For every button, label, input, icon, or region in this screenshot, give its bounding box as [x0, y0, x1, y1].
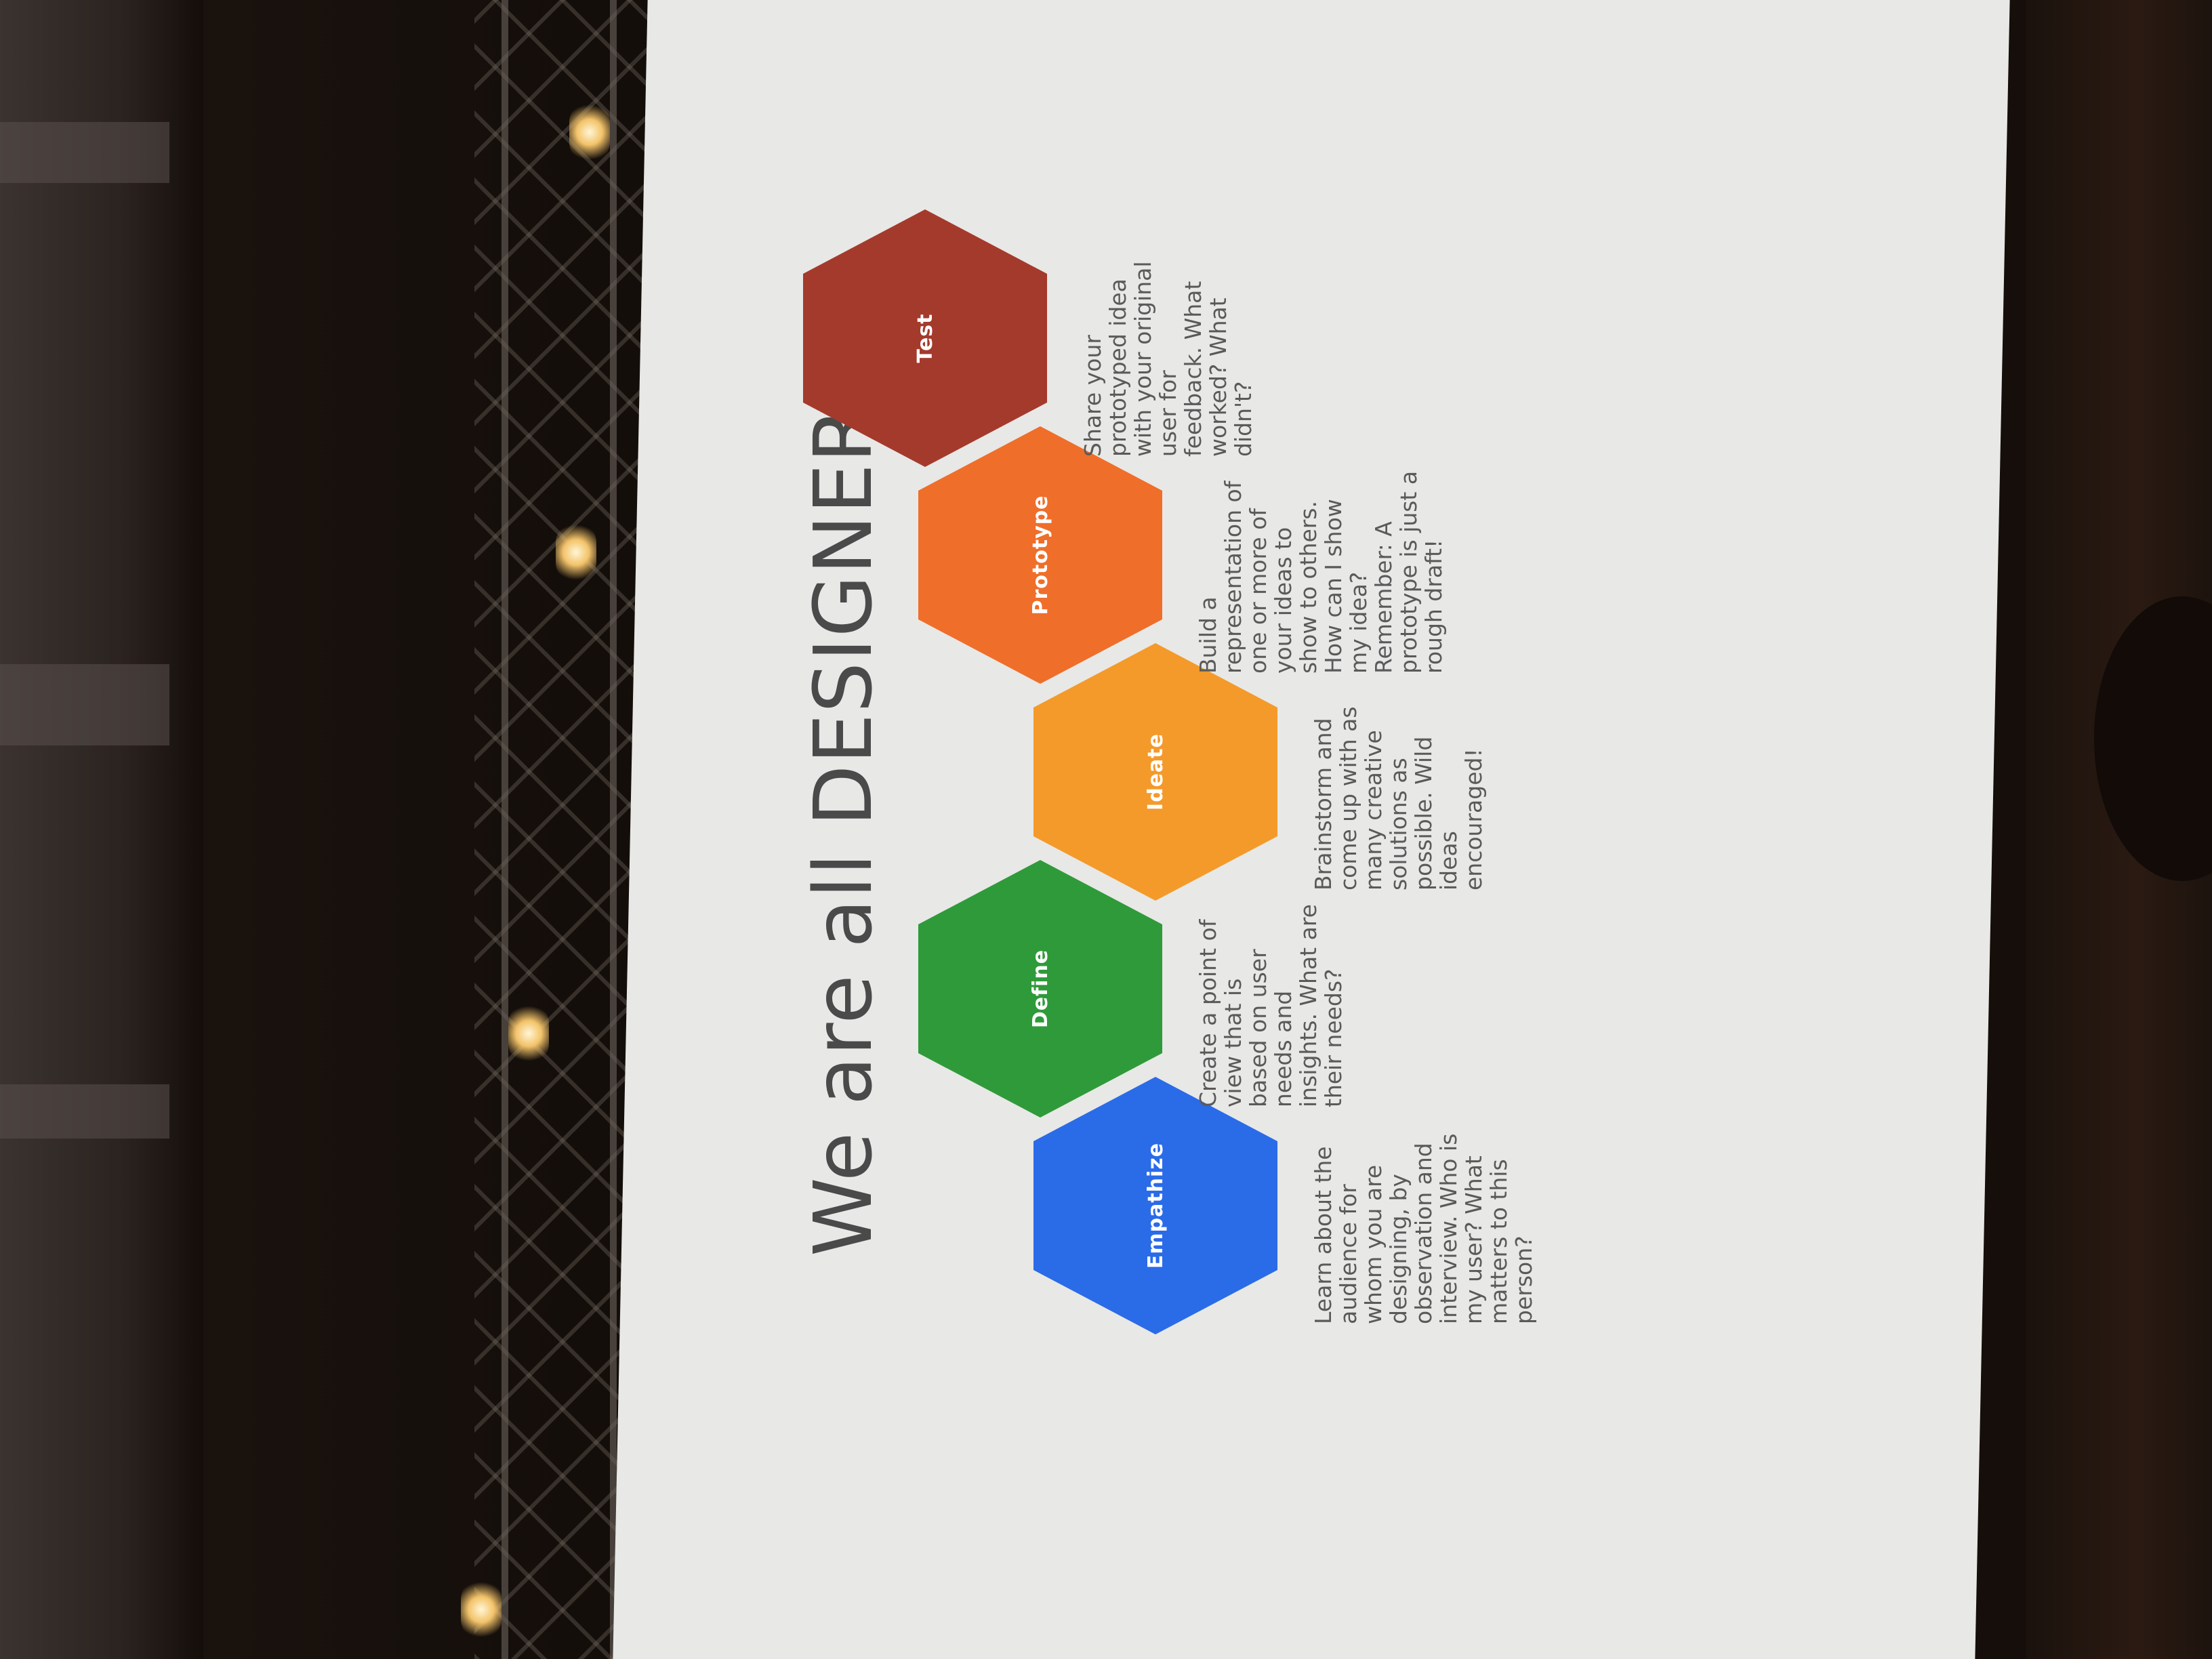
- description-ideate: Brainstorm and come up with as many crea…: [1310, 706, 1487, 890]
- hexagon-shape: [918, 860, 1162, 1118]
- truss-rail: [501, 0, 508, 1659]
- wall-band: [0, 1084, 169, 1139]
- wall-band: [0, 664, 169, 745]
- lighting-truss: [474, 0, 651, 1659]
- design-process-hexagons: Empathize Define Ideate Prototype Test: [803, 209, 1277, 1334]
- hexagon-label: Define: [1029, 949, 1052, 1028]
- hexagon-empathize: Empathize: [1033, 1077, 1277, 1334]
- hexagon-shape: [1033, 643, 1277, 901]
- wall-band: [0, 122, 169, 183]
- left-wall: [0, 0, 203, 1659]
- stage-light: [556, 522, 596, 583]
- description-define: Create a point of view that is based on …: [1195, 904, 1347, 1107]
- hexagon-label: Test: [914, 313, 937, 363]
- description-test: Share your prototyped idea with your ori…: [1080, 261, 1256, 457]
- hexagon-define: Define: [918, 860, 1162, 1118]
- hexagon-shape: [803, 209, 1047, 467]
- stage-light: [461, 1579, 501, 1640]
- hexagon-shape: [918, 426, 1162, 684]
- description-empathize: Learn about the audience for whom you ar…: [1310, 1133, 1537, 1324]
- hexagon-shape: [1033, 1077, 1277, 1334]
- presentation-slide: We are all DESIGNERS! Empathize Define I…: [749, 50, 1874, 1609]
- hexagon-label: Ideate: [1144, 733, 1168, 811]
- hexagon-ideate: Ideate: [1033, 643, 1277, 901]
- stage-light: [508, 1003, 549, 1064]
- hexagon-test: Test: [803, 209, 1047, 467]
- stage-light: [569, 102, 610, 163]
- hexagon-label: Empathize: [1144, 1143, 1168, 1269]
- hexagon-prototype: Prototype: [918, 426, 1162, 684]
- description-prototype: Build a representation of one or more of…: [1195, 470, 1447, 674]
- truss-rail: [610, 0, 617, 1659]
- hexagon-label: Prototype: [1029, 495, 1052, 615]
